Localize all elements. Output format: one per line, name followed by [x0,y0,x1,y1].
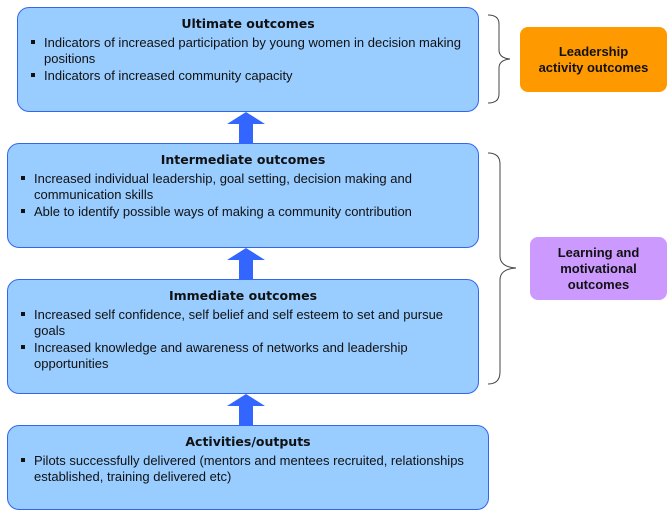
up-arrow-icon [227,112,265,144]
side-label-text: Learning and motivational outcomes [557,244,640,292]
right-brace-icon [487,152,517,385]
bullet-icon [21,345,25,349]
activities-outputs-box: Activities/outputs Pilots successfully d… [7,425,489,510]
list-item: Increased individual leadership, goal se… [21,171,468,202]
up-arrow-icon [227,248,265,280]
bullet-icon [31,73,35,77]
list-item-text: Indicators of increased community capaci… [44,68,293,83]
list-item: Indicators of increased participation by… [31,35,468,66]
list-item: Pilots successfully delivered (mentors a… [21,453,478,484]
list-item: Increased self confidence, self belief a… [21,307,468,338]
bullet-icon [21,209,25,213]
box-title: Intermediate outcomes [160,152,326,167]
side-label-text: Leadership activity outcomes [538,43,649,75]
outcome-list: Indicators of increased participation by… [18,35,478,84]
bullet-icon [21,312,25,316]
list-item: Able to identify possible ways of making… [21,204,468,220]
list-item-text: Indicators of increased participation by… [44,35,461,66]
up-arrow-icon [227,394,265,426]
bullet-icon [21,458,25,462]
ultimate-outcomes-box: Ultimate outcomes Indicators of increase… [17,7,479,112]
bullet-icon [31,40,35,44]
leadership-activity-outcomes-label: Leadership activity outcomes [520,27,667,92]
list-item-text: Increased individual leadership, goal se… [34,171,412,202]
box-title: Activities/outputs [185,434,311,449]
right-brace-icon [487,14,511,104]
learning-motivational-outcomes-label: Learning and motivational outcomes [530,237,667,300]
outcome-list: Increased self confidence, self belief a… [8,307,478,371]
list-item: Increased knowledge and awareness of net… [21,340,468,371]
outcome-list: Increased individual leadership, goal se… [8,171,478,220]
list-item-text: Pilots successfully delivered (mentors a… [34,453,464,484]
box-title: Ultimate outcomes [181,16,315,31]
list-item-text: Able to identify possible ways of making… [34,204,412,219]
bullet-icon [21,176,25,180]
intermediate-outcomes-box: Intermediate outcomes Increased individu… [7,143,479,248]
list-item-text: Increased knowledge and awareness of net… [34,340,408,371]
list-item: Indicators of increased community capaci… [31,68,468,84]
outcome-list: Pilots successfully delivered (mentors a… [8,453,488,484]
list-item-text: Increased self confidence, self belief a… [34,307,444,338]
box-title: Immediate outcomes [168,288,318,303]
immediate-outcomes-box: Immediate outcomes Increased self confid… [7,279,479,394]
